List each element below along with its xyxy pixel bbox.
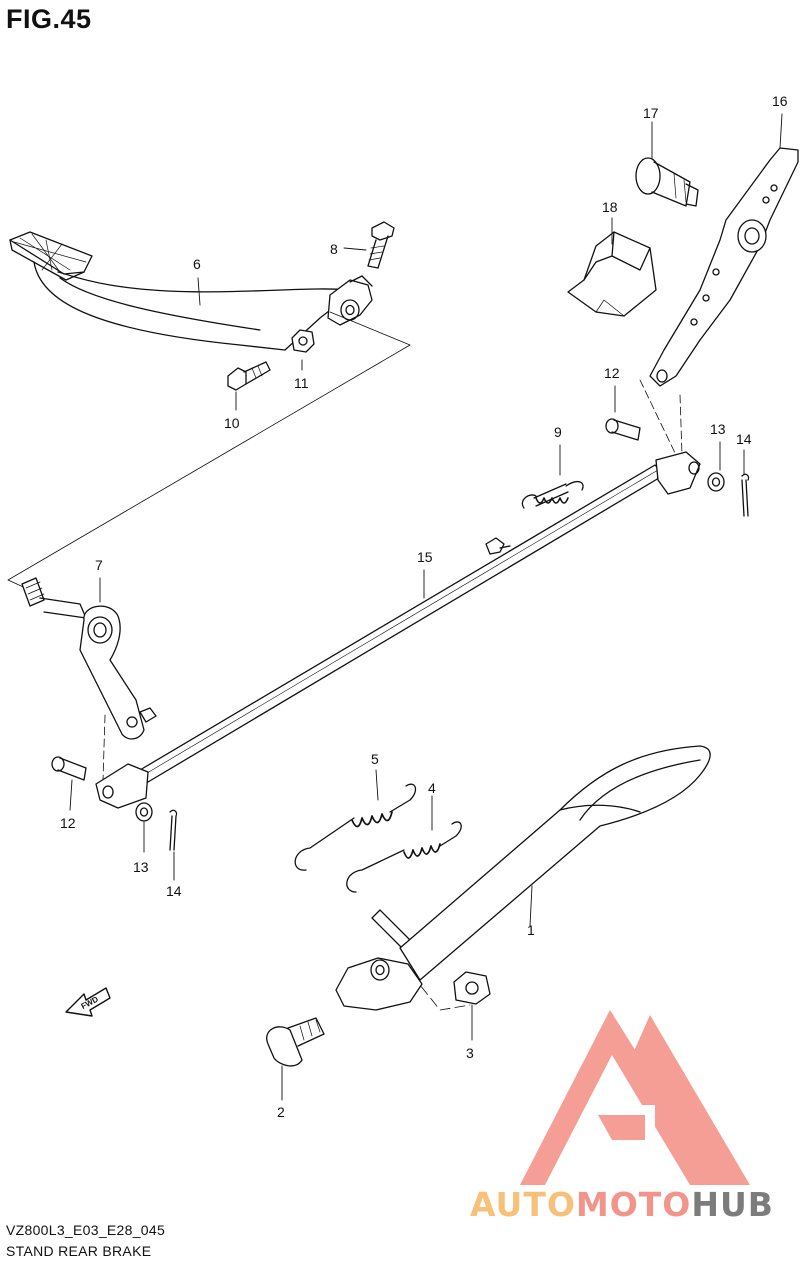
model-code: VZ800L3_E03_E28_045 — [6, 1222, 166, 1238]
clevis-pin-12-lower — [51, 756, 87, 781]
part-label-1: 1 — [527, 922, 535, 938]
part-label-3: 3 — [466, 1045, 474, 1061]
bolt-17 — [635, 157, 699, 207]
part-label-12-lower: 12 — [60, 815, 76, 831]
part-label-18: 18 — [602, 199, 618, 215]
watermark-brand-text: AUTOMOTOHUB — [470, 1185, 774, 1224]
side-stand-1 — [335, 745, 711, 1011]
part-label-14-upper: 14 — [736, 431, 752, 447]
part-label-16: 16 — [772, 93, 788, 109]
part-label-14-lower: 14 — [166, 883, 182, 899]
nut-3 — [453, 971, 491, 1005]
part-label-11: 11 — [294, 375, 309, 391]
part-label-13-lower: 13 — [133, 859, 149, 875]
brand-part-hub: HUB — [691, 1185, 774, 1224]
nut-11 — [291, 329, 315, 353]
brake-link-16 — [649, 147, 799, 387]
part-label-8: 8 — [330, 241, 338, 257]
watermark-logo — [520, 1010, 750, 1185]
leader-lines — [69, 113, 783, 1101]
spring-4 — [346, 821, 462, 893]
section-title: STAND REAR BRAKE — [6, 1243, 152, 1259]
brake-arm-7 — [21, 577, 157, 740]
part-label-15: 15 — [417, 549, 433, 565]
figure-title: FIG.45 — [6, 4, 92, 34]
part-label-4: 4 — [428, 780, 436, 796]
forward-direction-arrow — [65, 987, 111, 1017]
brake-pedal — [9, 231, 373, 351]
pivot-bolt-2 — [266, 1017, 325, 1067]
bolt-10 — [227, 361, 271, 391]
clevis-pin-12-upper — [605, 418, 641, 441]
brand-part-moto: MOTO — [575, 1185, 692, 1224]
spring-5 — [294, 783, 417, 871]
cover-18 — [567, 231, 657, 317]
brand-part-auto: AUTO — [470, 1185, 576, 1224]
spring-9 — [521, 480, 584, 509]
cotter-pin-14-lower — [169, 809, 178, 851]
part-label-6: 6 — [193, 256, 201, 272]
part-label-13-upper: 13 — [710, 421, 726, 437]
washer-13-lower — [135, 802, 153, 822]
washer-13-upper — [707, 472, 725, 492]
part-label-10: 10 — [224, 415, 240, 431]
reference-lines — [7, 311, 683, 1011]
brake-rod-15 — [95, 451, 701, 809]
part-label-12-upper: 12 — [604, 365, 620, 381]
cotter-pin-14-upper — [741, 473, 750, 517]
bolt-8 — [367, 221, 395, 269]
part-label-5: 5 — [371, 751, 379, 767]
part-label-2: 2 — [277, 1104, 285, 1120]
part-label-7: 7 — [95, 557, 103, 573]
part-label-9: 9 — [554, 424, 562, 440]
part-label-17: 17 — [643, 105, 659, 121]
